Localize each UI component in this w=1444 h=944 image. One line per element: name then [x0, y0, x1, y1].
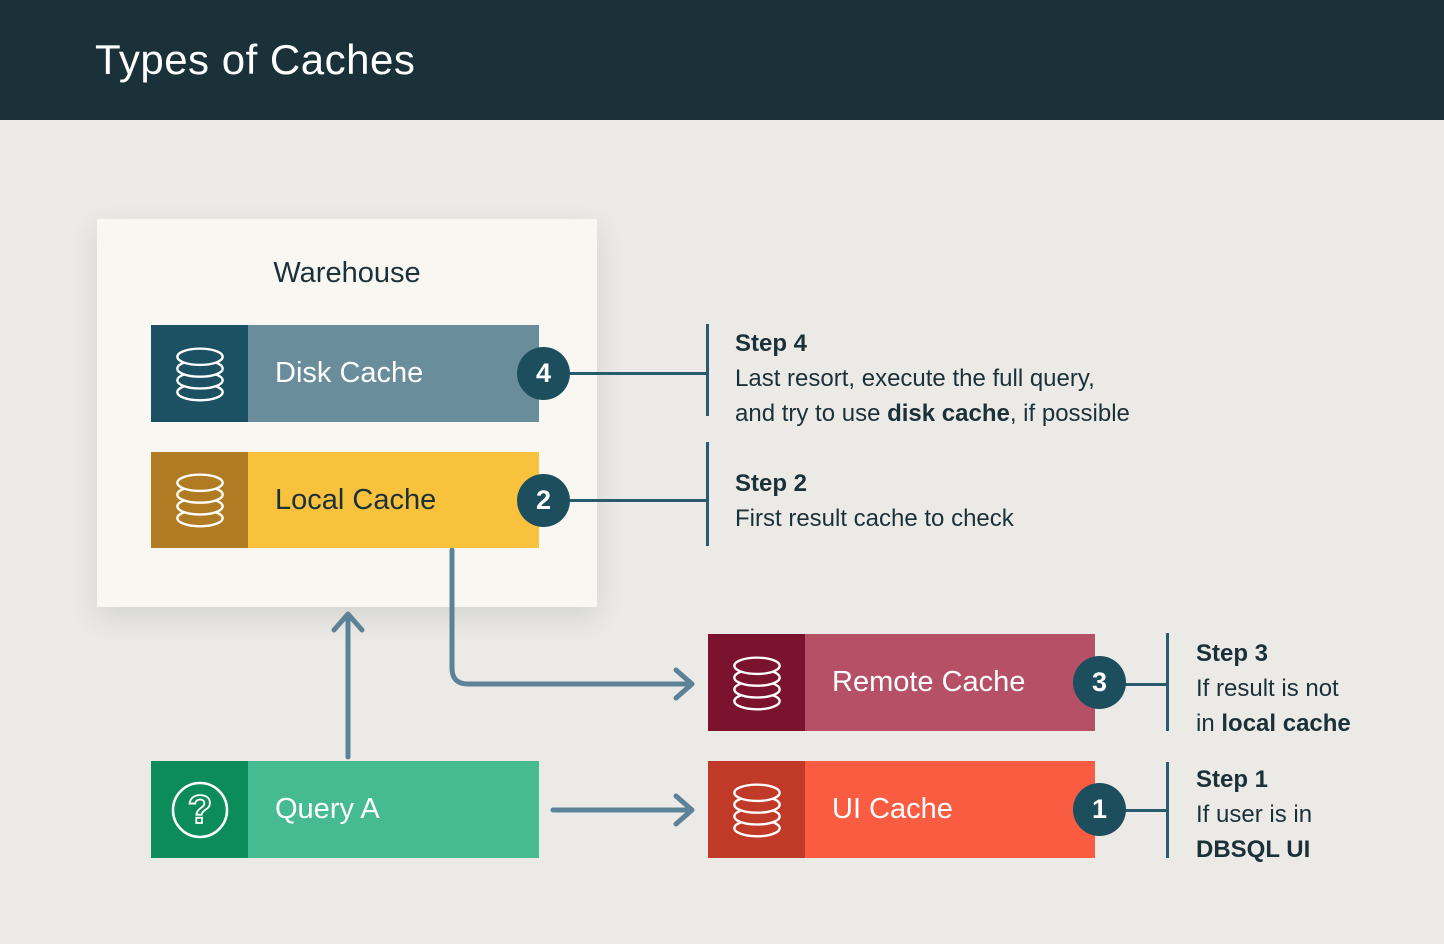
- step2-title: Step 2: [735, 470, 808, 497]
- local-to-remote-cache-arrow: [449, 547, 695, 701]
- connector-step1: [1110, 809, 1166, 812]
- step-line: and try to use disk cache, if possible: [735, 400, 1130, 427]
- svg-text:?: ?: [187, 788, 211, 832]
- disk-cache-label: Disk Cache: [275, 357, 424, 389]
- step-line: in local cache: [1196, 710, 1351, 737]
- remote-cache-node: Remote Cache 3: [708, 634, 1126, 731]
- step-line: DBSQL UI: [1196, 836, 1311, 863]
- question-mark-icon: ?: [151, 761, 248, 858]
- step2-text: Step 2 First result cache to check: [735, 466, 1014, 536]
- step4-divider: [706, 324, 709, 416]
- database-icon: [151, 452, 248, 548]
- query-a-node: ? Query A: [151, 761, 539, 858]
- step-line: If result is not: [1196, 675, 1339, 702]
- query-to-warehouse-arrow: [331, 611, 365, 760]
- step-badge-1: 1: [1073, 783, 1126, 836]
- local-cache-label: Local Cache: [275, 483, 437, 516]
- step-line: First result cache to check: [735, 505, 1014, 532]
- page-title: Types of Caches: [95, 36, 416, 83]
- disk-cache-node: Disk Cache 4: [151, 325, 570, 422]
- remote-cache-label: Remote Cache: [832, 666, 1026, 698]
- step3-title: Step 3: [1196, 640, 1269, 667]
- warehouse-label: Warehouse: [273, 257, 421, 289]
- step1-title: Step 1: [1196, 766, 1269, 793]
- ui-cache-label: UI Cache: [832, 793, 953, 825]
- step3-divider: [1166, 633, 1169, 731]
- connector-step3: [1110, 683, 1166, 686]
- local-cache-node: Local Cache 2: [151, 452, 570, 548]
- step4-text: Step 4 Last resort, execute the full que…: [735, 326, 1130, 431]
- step3-text: Step 3 If result is not in local cache: [1196, 636, 1351, 741]
- step-badge-3: 3: [1073, 656, 1126, 709]
- step1-text: Step 1 If user is in DBSQL UI: [1196, 762, 1312, 867]
- step-line: If user is in: [1196, 801, 1313, 828]
- step-line: Last resort, execute the full query,: [735, 365, 1095, 392]
- step-badge-4: 4: [517, 347, 570, 400]
- step4-title: Step 4: [735, 330, 808, 357]
- step-badge-2: 2: [517, 473, 570, 527]
- ui-cache-node: UI Cache 1: [708, 761, 1126, 858]
- database-icon: [708, 761, 805, 858]
- step2-divider: [706, 442, 709, 546]
- query-a-label: Query A: [275, 793, 380, 825]
- database-icon: [151, 325, 248, 422]
- step1-divider: [1166, 762, 1169, 858]
- database-icon: [708, 634, 805, 731]
- query-to-ui-cache-arrow: [550, 793, 695, 827]
- header-bar: Types of Caches: [0, 0, 1444, 120]
- connector-step4: [560, 372, 706, 375]
- connector-step2: [560, 499, 706, 502]
